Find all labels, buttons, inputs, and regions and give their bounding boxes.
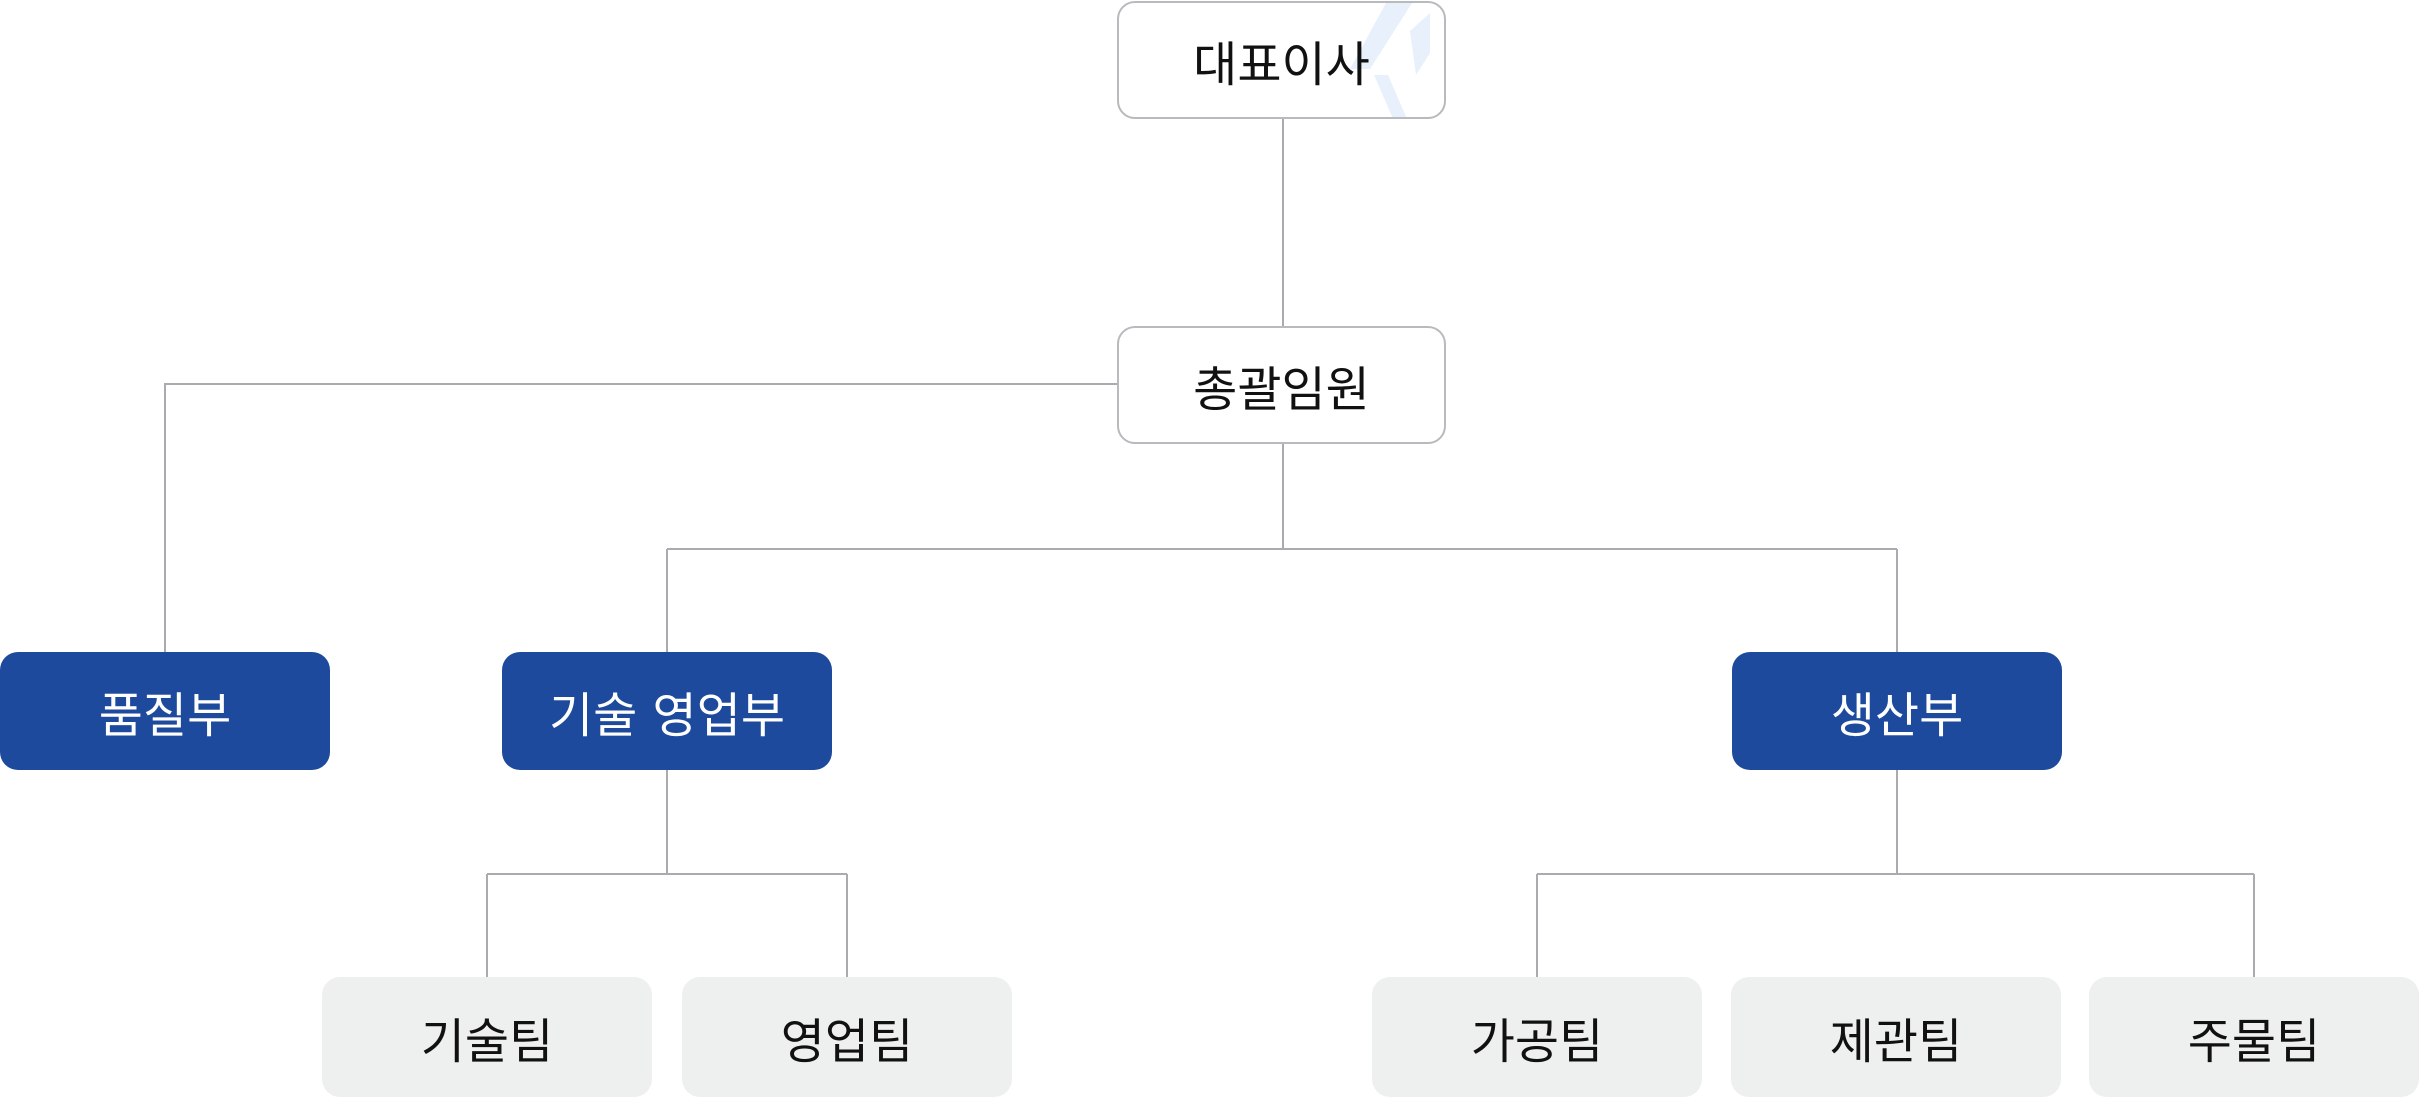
team-node-pipe: 제관팀 — [1731, 977, 2061, 1097]
executive-node: 총괄임원 — [1117, 326, 1446, 444]
team-label-casting: 주물팀 — [2187, 1014, 2321, 1070]
department-label-production: 생산부 — [1830, 688, 1964, 744]
team-node-processing: 가공팀 — [1372, 977, 1702, 1097]
ceo-node: 대표이사 — [1117, 1, 1446, 119]
team-label-sales: 영업팀 — [780, 1014, 914, 1070]
ceo-label: 대표이사 — [1193, 37, 1370, 93]
department-label-quality: 품질부 — [98, 688, 232, 744]
team-node-casting: 주물팀 — [2089, 977, 2419, 1097]
connector-executive-quality — [164, 383, 1117, 652]
logo-watermark-icon — [1350, 3, 1430, 117]
team-label-tech: 기술팀 — [420, 1014, 554, 1070]
department-node-production: 생산부 — [1732, 652, 2062, 770]
department-node-quality: 품질부 — [0, 652, 330, 770]
department-label-tech-sales: 기술 영업부 — [548, 688, 786, 744]
team-node-tech: 기술팀 — [322, 977, 652, 1097]
team-label-processing: 가공팀 — [1470, 1014, 1604, 1070]
team-node-sales: 영업팀 — [682, 977, 1012, 1097]
department-node-tech-sales: 기술 영업부 — [502, 652, 832, 770]
executive-label: 총괄임원 — [1193, 362, 1370, 418]
team-label-pipe: 제관팀 — [1829, 1014, 1963, 1070]
